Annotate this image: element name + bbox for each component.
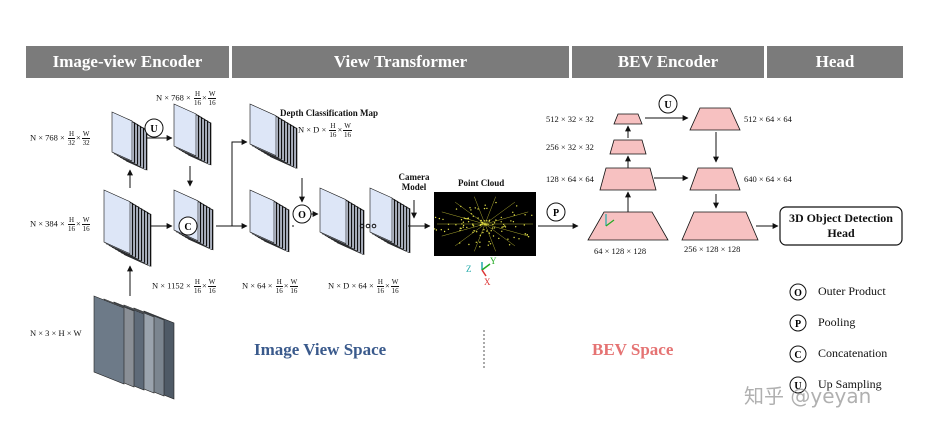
point-cloud-label: Point Cloud xyxy=(458,178,505,188)
legend-symbol: P xyxy=(795,319,801,330)
header-head: Head xyxy=(767,46,903,78)
legend-up-sampling: Up Sampling xyxy=(818,377,882,391)
legend-concatenation: Concatenation xyxy=(818,346,888,360)
pool-op-icon xyxy=(546,202,566,222)
concat-op-icon xyxy=(178,216,198,236)
bev-feature-512x64 xyxy=(689,107,741,131)
label-bev-l2: 256 × 32 × 32 xyxy=(546,142,594,152)
ellipsis-dot xyxy=(365,223,371,229)
label-bev-out: 256 × 128 × 128 xyxy=(684,244,741,254)
outer-product-op-icon xyxy=(292,204,312,224)
upsample-op-icon xyxy=(144,118,164,138)
header-bev-encoder: BEV Encoder xyxy=(572,46,764,78)
feature-stack-outer-2 xyxy=(369,187,411,254)
legend-symbol: C xyxy=(794,350,801,361)
label-input: N × 3 × H × W xyxy=(30,328,82,338)
upsample-op-symbol: U xyxy=(150,124,157,135)
concat-op-symbol: C xyxy=(184,222,191,233)
feature-stack-depth xyxy=(249,103,298,169)
axis-z-label: Z xyxy=(466,264,472,274)
label-bev-up: 512 × 64 × 64 xyxy=(744,114,792,124)
pool-op-symbol: P xyxy=(553,208,559,219)
bev-space-label: BEV Space xyxy=(592,340,674,359)
depth-map-title: Depth Classification Map xyxy=(280,108,379,118)
detection-head-label: 3D Object Detection Head xyxy=(789,211,893,240)
bev-feature-512x32 xyxy=(613,113,643,125)
axis-y-label: Y xyxy=(490,256,497,266)
header-image-view-encoder: Image-view Encoder xyxy=(26,46,229,78)
label-bev-l1: 512 × 32 × 32 xyxy=(546,114,594,124)
feature-stack-enc-2 xyxy=(103,189,152,267)
detection-head-box xyxy=(779,206,903,246)
input-images-icon xyxy=(93,295,175,400)
bev-feature-256x32 xyxy=(609,139,647,155)
bev-feature-256x128 xyxy=(681,211,759,241)
arrow-to-depth xyxy=(216,139,248,227)
bev-upsample-op-symbol: U xyxy=(664,100,671,111)
bev-feature-128x64 xyxy=(599,167,657,191)
legend-symbol-icon xyxy=(789,345,807,363)
watermark: 知乎 @yeyan xyxy=(744,384,872,408)
legend-symbol-icon xyxy=(789,314,807,332)
bev-feature-64x128 xyxy=(587,211,669,241)
bev-axes-icon xyxy=(605,214,615,227)
axis-x-label: X xyxy=(484,277,491,287)
header-view-transformer: View Transformer xyxy=(232,46,569,78)
legend-symbol-icon xyxy=(789,376,807,394)
feature-stack-upsampled xyxy=(173,103,212,166)
legend-symbol: U xyxy=(794,381,801,392)
camera-model-label: Camera Model xyxy=(398,172,430,192)
image-view-space-label: Image View Space xyxy=(254,340,387,359)
feature-stack-enc-1 xyxy=(111,111,148,171)
feature-stack-outer-1 xyxy=(319,187,365,255)
ellipsis-dot xyxy=(371,223,377,229)
legend-symbol-icon xyxy=(789,283,807,301)
legend-pooling: Pooling xyxy=(818,315,856,329)
ellipsis-dot xyxy=(359,223,365,229)
label-bev-l3: 128 × 64 × 64 xyxy=(546,174,594,184)
bev-feature-640x64 xyxy=(689,167,741,191)
legend-symbol: O xyxy=(794,288,802,299)
legend-outer-product: Outer Product xyxy=(818,284,886,298)
label-bev-cat: 640 × 64 × 64 xyxy=(744,174,792,184)
coordinate-axes-icon xyxy=(481,262,491,277)
label-bev-in: 64 × 128 × 128 xyxy=(594,246,647,256)
outer-product-op-symbol: O xyxy=(298,210,306,221)
bev-upsample-op-icon xyxy=(658,94,678,114)
feature-stack-context xyxy=(249,189,290,253)
